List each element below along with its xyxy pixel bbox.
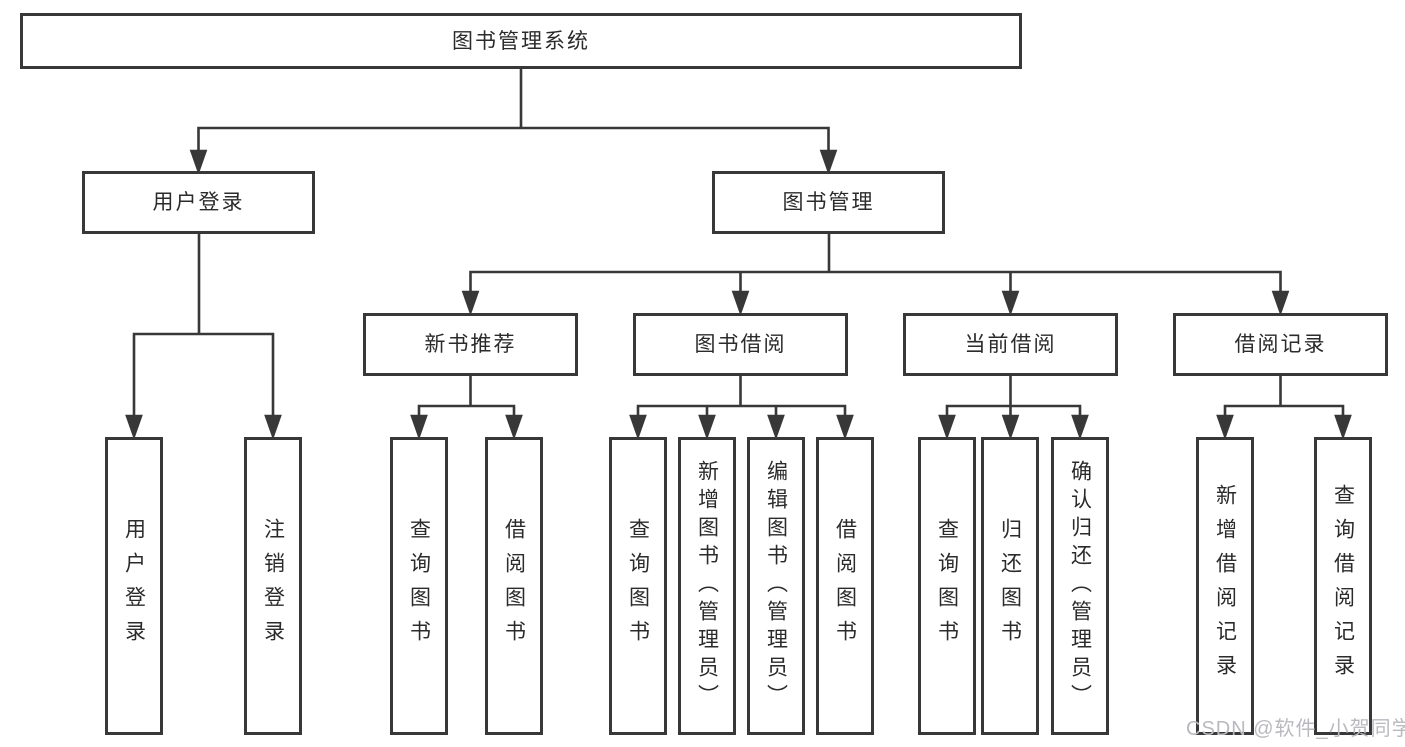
node-label: 借阅图书: [833, 518, 857, 654]
node-leaf-records-query-record: 查询借阅记录: [1314, 437, 1372, 735]
node-leaf-current-return-books: 归还图书: [981, 437, 1039, 735]
connector-current-children: [938, 374, 1089, 440]
node-new-book-recommendation: 新书推荐: [363, 313, 578, 376]
connector-recommend-children: [410, 374, 523, 440]
connector-records-children: [1216, 374, 1352, 440]
node-leaf-recommend-query-books: 查询图书: [390, 437, 448, 735]
node-leaf-borrow-borrow-books: 借阅图书: [816, 437, 874, 735]
connector-book-management-level2: [461, 232, 1290, 316]
node-label: 新增借阅记录: [1213, 484, 1237, 688]
node-label: 当前借阅: [964, 333, 1057, 356]
node-current-borrowing: 当前借阅: [903, 313, 1118, 376]
node-borrowing-records: 借阅记录: [1173, 313, 1388, 376]
node-label: 确认归还（管理员）: [1068, 460, 1092, 712]
node-label: 注销登录: [261, 518, 285, 654]
node-label: 图书借阅: [694, 333, 787, 356]
node-leaf-recommend-borrow-books: 借阅图书: [485, 437, 543, 735]
node-label: 编辑图书（管理员）: [764, 460, 788, 712]
connector-borrowing-children: [629, 374, 854, 440]
node-leaf-logout: 注销登录: [244, 437, 302, 735]
node-label: 借阅图书: [502, 518, 526, 654]
node-label: 查询图书: [626, 518, 650, 654]
node-label: 用户登录: [122, 518, 146, 654]
node-leaf-current-query-books: 查询图书: [918, 437, 976, 735]
node-label: 归还图书: [998, 518, 1022, 654]
node-book-management: 图书管理: [712, 171, 945, 234]
node-root: 图书管理系统: [20, 13, 1022, 69]
node-leaf-current-confirm-return-admin: 确认归还（管理员）: [1051, 437, 1109, 735]
node-label: 借阅记录: [1234, 333, 1327, 356]
node-label: 查询图书: [935, 518, 959, 654]
node-user-login: 用户登录: [82, 171, 315, 234]
node-label: 用户登录: [152, 191, 245, 214]
node-leaf-user-login: 用户登录: [105, 437, 163, 735]
node-label: 查询借阅记录: [1331, 484, 1355, 688]
node-label: 新增图书（管理员）: [695, 460, 719, 712]
node-label: 新书推荐: [424, 333, 517, 356]
node-label: 查询图书: [407, 518, 431, 654]
node-book-borrowing: 图书借阅: [633, 313, 848, 376]
node-leaf-borrow-query-books: 查询图书: [609, 437, 667, 735]
node-leaf-records-add-record: 新增借阅记录: [1196, 437, 1254, 735]
node-leaf-borrow-edit-books-admin: 编辑图书（管理员）: [747, 437, 805, 735]
watermark: CSDN @软件_小贺同学: [1186, 718, 1405, 740]
node-label: 图书管理系统: [452, 29, 590, 53]
node-label: 图书管理: [782, 191, 875, 214]
connector-root-to-level1: [189, 67, 838, 175]
connector-user-login-children: [125, 232, 282, 440]
node-leaf-borrow-add-books-admin: 新增图书（管理员）: [678, 437, 736, 735]
